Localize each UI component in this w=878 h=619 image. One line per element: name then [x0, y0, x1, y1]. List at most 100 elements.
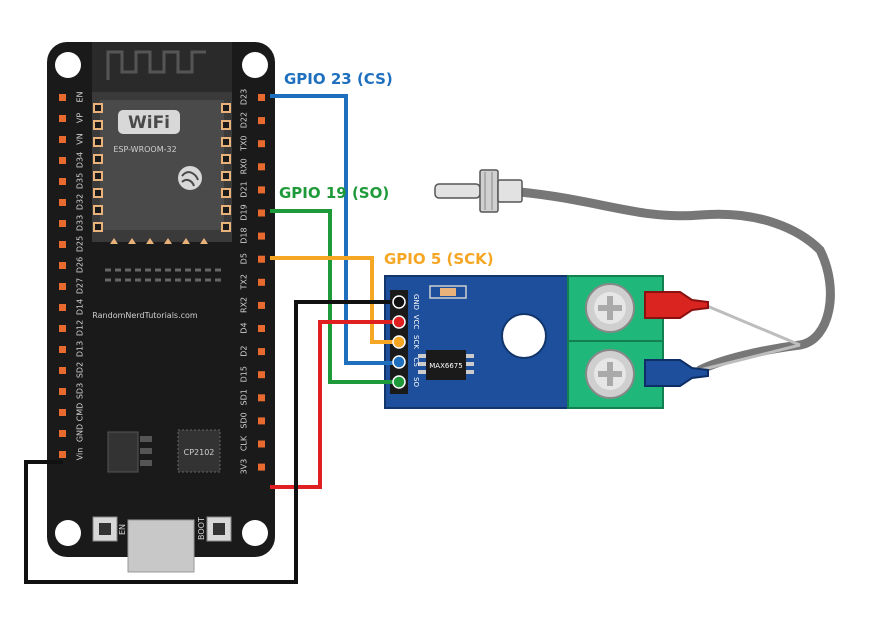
module-pin-dot: [392, 375, 406, 389]
module-pin-label: VCC: [412, 315, 420, 330]
pin-pad: [258, 417, 265, 425]
wire-vcc: [270, 320, 398, 489]
pin-pad: [59, 451, 66, 458]
module-pin-dots: [392, 295, 406, 389]
pin-pad: [59, 367, 66, 374]
pin-pad: [258, 140, 265, 148]
pin-label-left: VN: [76, 133, 85, 144]
module-pin-label: SCK: [412, 335, 420, 349]
module-pin-dot: [392, 315, 406, 329]
pin-pad: [59, 115, 66, 122]
pin-pad: [59, 241, 66, 248]
module-pin-dot: [392, 335, 406, 349]
pin-label-left: D35: [76, 173, 85, 189]
module-name: ESP-WROOM-32: [113, 145, 176, 154]
pin-label-right: D4: [240, 322, 249, 333]
right-pin-header: D23D22TX0RX0D21D19D18D5TX2RX2D4D2D15SD1S…: [240, 89, 265, 475]
pin-label-right: D18: [240, 227, 249, 243]
pin-pad: [258, 186, 265, 194]
espressif-logo: [178, 166, 202, 190]
pin-pad: [258, 163, 265, 171]
pin-label-right: RX2: [240, 297, 249, 313]
boot-button-label: BOOT: [197, 517, 206, 540]
pin-label-right: TX0: [240, 135, 249, 151]
left-pin-header: ENVPVND34D35D32D33D25D26D27D14D12D13SD2S…: [59, 91, 85, 460]
module-pin-label: GND: [412, 294, 420, 310]
pin-label-right: D2: [240, 345, 249, 356]
pin-pad: [258, 325, 265, 332]
pin-pad: [258, 463, 265, 471]
pin-pad: [258, 371, 265, 379]
cp2102-chip: CP2102: [177, 429, 221, 473]
pin-pad: [59, 220, 66, 227]
pin-label-left: EN: [76, 91, 85, 102]
module-mount-hole: [501, 313, 547, 359]
pin-label-left: D14: [76, 299, 85, 315]
pin-label-right: D22: [240, 112, 249, 128]
mount-hole: [242, 520, 268, 546]
pin-pad: [258, 278, 265, 286]
pin-label-left: SD3: [76, 383, 85, 399]
pin-pad: [59, 136, 66, 143]
pin-pad: [59, 325, 66, 332]
pin-pad: [59, 388, 66, 395]
pin-label-right: TX2: [240, 274, 249, 290]
voltage-regulator: [107, 431, 152, 473]
screw: [585, 283, 635, 333]
pin-label-left: Vin: [76, 448, 85, 461]
pin-pad: [258, 301, 265, 309]
pin-label-left: SD2: [76, 362, 85, 378]
max6675-module: MAX6675 GND VCC SCK CS SO: [384, 275, 709, 409]
watermark: RandomNerdTutorials.com: [92, 311, 198, 320]
pin-pad: [59, 283, 66, 290]
pin-pad: [59, 178, 66, 185]
svg-text:CP2102: CP2102: [184, 448, 215, 457]
pin-pad: [258, 117, 265, 125]
pin-label-left: D34: [76, 152, 85, 168]
pin-label-right: SD1: [240, 389, 249, 405]
pin-pad: [59, 262, 66, 269]
pin-pad: [258, 394, 265, 402]
pin-label-left: D27: [76, 278, 85, 294]
blue-lug: [644, 359, 709, 387]
pin-label-left: D25: [76, 236, 85, 252]
pin-pad: [258, 255, 265, 263]
pin-pad: [258, 94, 265, 101]
pin-label-left: VP: [76, 113, 85, 123]
mount-hole: [242, 52, 268, 78]
pin-label-right: SD0: [240, 412, 249, 428]
usb-port: [127, 519, 195, 573]
wire-cs: [270, 94, 398, 365]
pin-label-left: D32: [76, 194, 85, 210]
pin-label-right: 3V3: [240, 459, 249, 475]
wires: [24, 94, 398, 584]
pin-label-left: CMD: [76, 403, 85, 422]
svg-text:MAX6675: MAX6675: [429, 362, 462, 370]
wire-label-so: GPIO 19 (SO): [279, 184, 389, 202]
pin-label-right: CLK: [240, 435, 249, 451]
pin-label-left: D13: [76, 341, 85, 357]
pin-label-left: D12: [76, 320, 85, 336]
pin-pad: [258, 209, 265, 217]
wire-gnd: [24, 300, 398, 584]
pin-label-left: GND: [76, 424, 85, 442]
module-pin-label: CS: [412, 357, 420, 367]
pin-pad: [59, 409, 66, 416]
pin-label-left: D26: [76, 257, 85, 273]
wifi-logo: WiFi: [118, 110, 180, 134]
pin-label-right: D23: [240, 89, 249, 105]
mount-hole: [55, 52, 81, 78]
mount-hole: [55, 520, 81, 546]
module-pin-label: SO: [412, 377, 420, 387]
pin-pad: [59, 346, 66, 353]
pin-pad: [59, 430, 66, 437]
module-pin-dot: [392, 295, 406, 309]
pin-label-right: D15: [240, 366, 249, 382]
red-lug: [644, 291, 709, 319]
wire-so: [270, 209, 398, 384]
pin-label-right: RX0: [240, 158, 249, 174]
svg-text:WiFi: WiFi: [128, 113, 170, 133]
pin-pad: [59, 94, 66, 101]
pin-pad: [59, 157, 66, 164]
